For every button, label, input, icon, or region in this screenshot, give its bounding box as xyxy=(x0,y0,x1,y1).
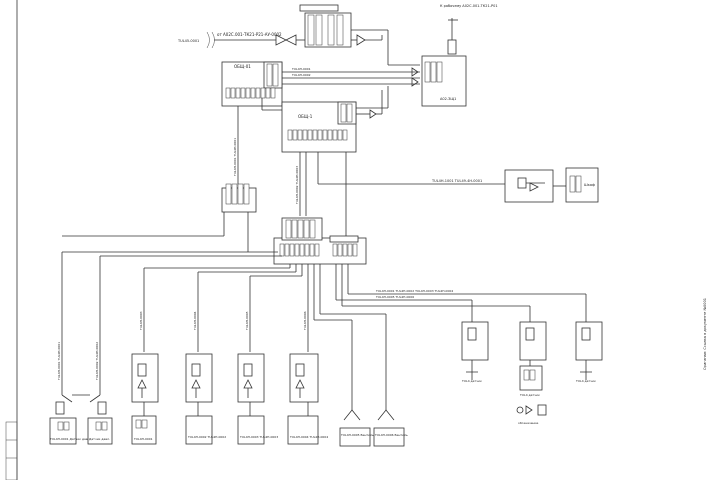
svg-text:ТUL4Н-0002 ТUL4Н-0003: ТUL4Н-0002 ТUL4Н-0003 xyxy=(295,166,299,205)
transmitter-4: ТUL4Н-0004 ТUL4Н-0004 xyxy=(287,353,328,445)
svg-text:ТUL4Н-0005 ТUL4Н-0006: ТUL4Н-0005 ТUL4Н-0006 xyxy=(375,295,414,299)
right-cabinet: Шкаф xyxy=(565,167,599,203)
right-valve-box xyxy=(504,169,554,203)
cable-bundle-label: ТUL4Н-0001 ТUL4Н-0002 ТUL4Н-0003 ТUL4Н-0… xyxy=(375,289,453,293)
svg-text:ТUL4 датчик: ТUL4 датчик xyxy=(575,379,596,383)
svg-text:ТUL4Н-0002 ТUL4Н-0002: ТUL4Н-0002 ТUL4Н-0002 xyxy=(187,435,226,439)
valve-2: ТUL4Н-0006 Вентиль xyxy=(373,409,408,447)
valve-1: ТUL4Н-0005 Вентиль xyxy=(339,409,374,447)
transmitter-1: ТUL4Н-0001 xyxy=(131,353,159,445)
bottom-device-1: ТUL4Н-0001 Датчик давления xyxy=(49,401,97,445)
svg-text:ТUL4Н-0006: ТUL4Н-0006 xyxy=(303,311,307,331)
panel-r-label: А02-ЗЩ1 xyxy=(440,97,456,101)
panel-a-label: ОБЩ-01 xyxy=(234,64,251,69)
side-note: Оригинал: Ссылка в документе №0001 xyxy=(703,298,707,370)
panel-b-label: ОБЩ-1 xyxy=(298,114,313,119)
panel-a: ОБЩ-01 xyxy=(221,61,283,107)
svg-text:ТUL4Н-0001 ТUL4Н-0001: ТUL4Н-0001 ТUL4Н-0001 xyxy=(57,342,61,381)
title-strip xyxy=(5,421,18,481)
svg-text:ТUL4Н-0004: ТUL4Н-0004 xyxy=(193,311,197,331)
svg-text:ТUL4 датчик: ТUL4 датчик xyxy=(461,379,482,383)
ref-top-right-label: К рабочему А02С.001-ТК21-Р01 xyxy=(440,4,498,8)
cable-left-label: ТUL45-0001 xyxy=(177,39,199,43)
top-right-sensor xyxy=(447,18,458,55)
ref-left-label: от А02С.001-ТК21-Р21-АУ-0002 xyxy=(217,32,282,37)
cable-long-label: ТUL4Н-1001 ТUL49-4Н-0001 xyxy=(431,179,482,183)
svg-text:Датчик давл.: Датчик давл. xyxy=(89,437,110,441)
svg-text:ТUL4Н-0001: ТUL4Н-0001 xyxy=(291,67,311,71)
right-device-1: ТUL4 датчик xyxy=(461,321,489,383)
svg-text:обозначение: обозначение xyxy=(518,421,538,425)
panel-b: ОБЩ-1 xyxy=(281,101,357,153)
svg-text:ТUL4Н-0002: ТUL4Н-0002 xyxy=(291,73,311,77)
svg-text:ТUL4Н-0005: ТUL4Н-0005 xyxy=(245,311,249,331)
legend-symbol: обозначение xyxy=(516,404,547,425)
svg-text:ТUL4Н-0004 ТUL4Н-0004: ТUL4Н-0004 ТUL4Н-0004 xyxy=(289,435,328,439)
connector-right xyxy=(356,34,366,46)
svg-text:ТUL4Н-0006 Вентиль: ТUL4Н-0006 Вентиль xyxy=(374,433,408,437)
transmitter-2: ТUL4Н-0002 ТUL4Н-0002 xyxy=(185,353,226,445)
svg-text:ТUL4Н-0001: ТUL4Н-0001 xyxy=(133,437,153,441)
svg-text:ТUL4Н-0003: ТUL4Н-0003 xyxy=(139,311,143,331)
top-terminal-block xyxy=(299,4,352,48)
right-device-2: ТUL4 датчик xyxy=(519,321,547,397)
svg-text:ТUL4Н-0002 ТUL4Н-0002: ТUL4Н-0002 ТUL4Н-0002 xyxy=(95,342,99,381)
svg-text:ТUL4 датчик: ТUL4 датчик xyxy=(519,393,540,397)
svg-text:ТUL4Н-0003 ТUL4Н-0003: ТUL4Н-0003 ТUL4Н-0003 xyxy=(239,435,278,439)
transmitter-3: ТUL4Н-0003 ТUL4Н-0003 xyxy=(237,353,278,445)
main-junction xyxy=(273,217,367,265)
bottom-device-2: Датчик давл. xyxy=(87,401,113,445)
panel-r: А02-ЗЩ1 xyxy=(411,55,467,107)
svg-text:ТUL4Н-0001 Датчик давления: ТUL4Н-0001 Датчик давления xyxy=(49,437,97,441)
svg-text:ТUL4Н-0005 Вентиль: ТUL4Н-0005 Вентиль xyxy=(340,433,374,437)
left-distribution-block xyxy=(221,183,257,213)
right-box-label: Шкаф xyxy=(584,183,595,187)
right-device-3: ТUL4 датчик xyxy=(575,321,603,383)
svg-text:ТUL4Н-0001 ТUL4Н-0001: ТUL4Н-0001 ТUL4Н-0001 xyxy=(233,138,237,177)
